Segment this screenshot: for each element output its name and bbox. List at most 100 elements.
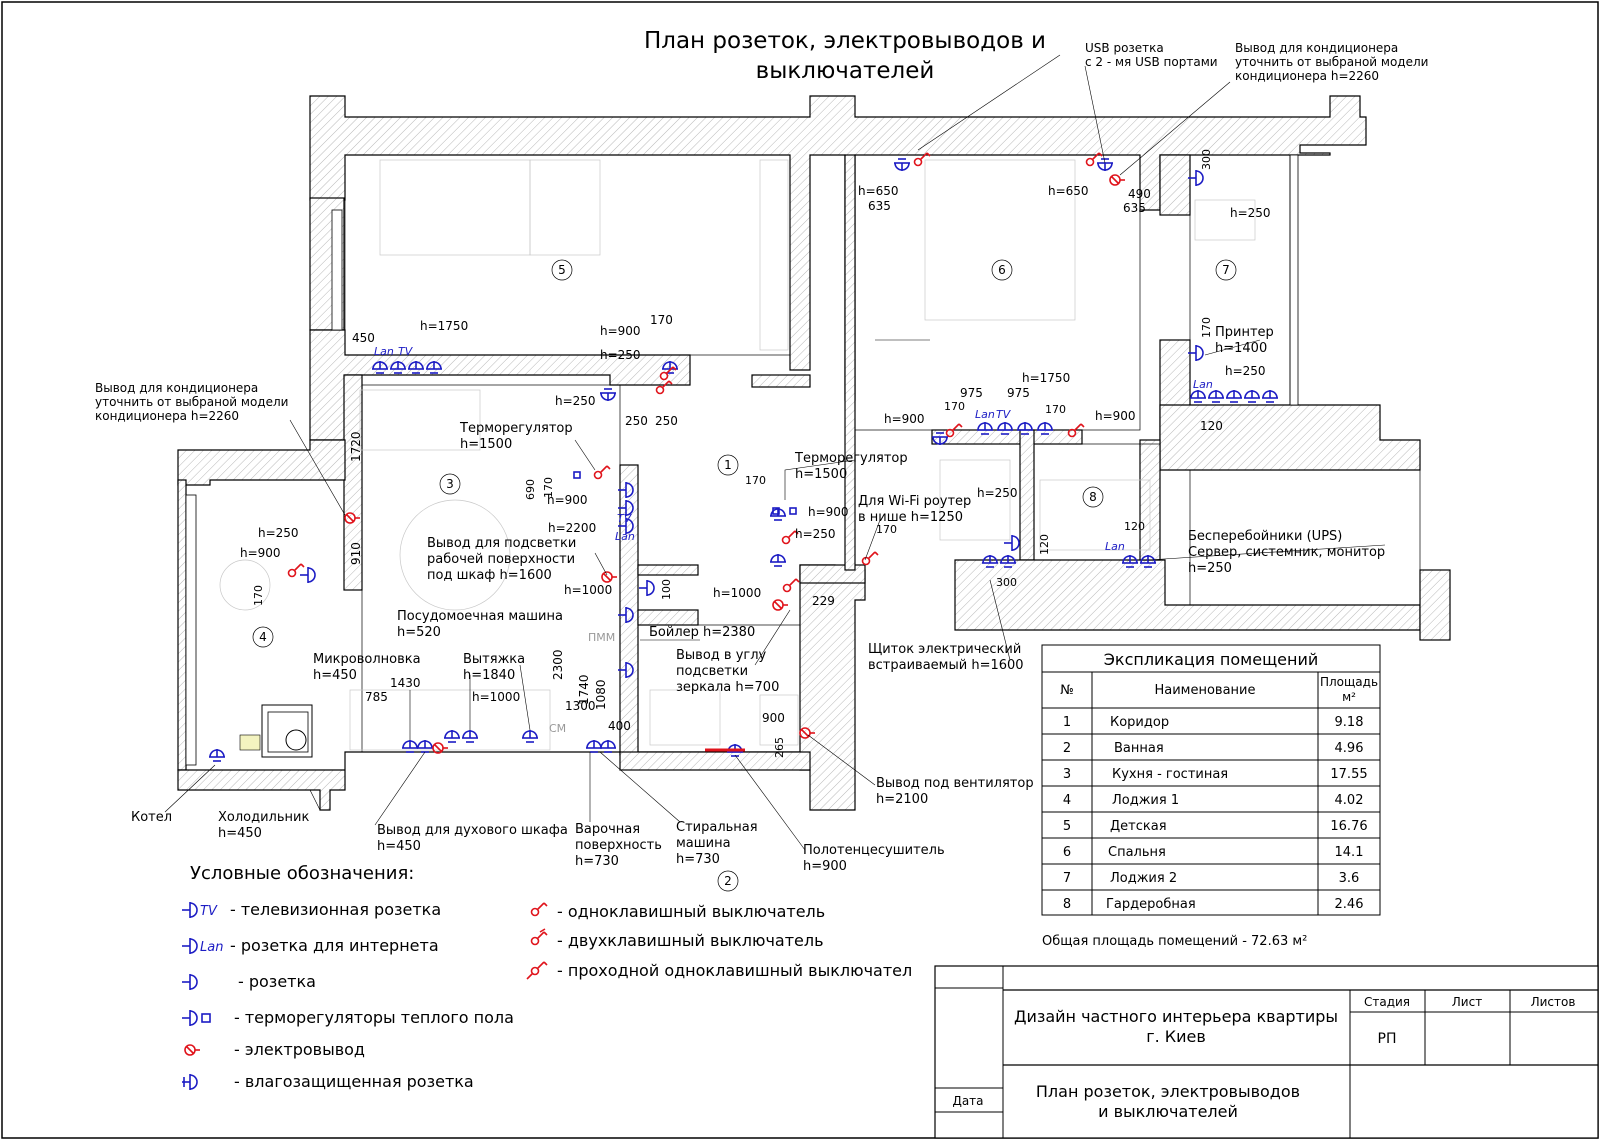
room-number-5: 5 (558, 263, 566, 277)
outlet-symbols: Lan TV Lan Lan TV (208, 152, 1279, 762)
legend-label: - одноклавишный выключатель (557, 902, 825, 921)
lan-tag: Lan (1105, 540, 1125, 553)
dim-text: 2300 (551, 649, 565, 680)
row-name: Лоджия 2 (1110, 871, 1177, 886)
dim-text: h=250 (795, 527, 836, 541)
ac-lead-label: Вывод для кондиционера (95, 381, 258, 395)
row-area: 16.76 (1330, 819, 1367, 834)
dim-text: h=650 (858, 184, 899, 198)
thermostat-icon (772, 507, 780, 515)
outlet-icon (1003, 534, 1020, 552)
leader-lines (164, 54, 1386, 851)
outlet-icon (181, 973, 198, 991)
double-switch-icon (530, 931, 548, 946)
col-header-num: № (1060, 683, 1074, 698)
thermostat-icon (789, 507, 797, 515)
sheet-name-line2: и выключателей (1098, 1102, 1238, 1121)
boiler-label: Бойлер h=2380 (649, 625, 755, 640)
outlet-icon (893, 158, 911, 172)
washer-label: h=730 (676, 852, 720, 867)
light-lead-label: рабочей поверхности (427, 552, 575, 567)
passthrough-switch-icon (530, 961, 548, 976)
dim-text: 170 (542, 477, 555, 498)
room-number-6: 6 (998, 263, 1006, 277)
table-row: 5 Детская 16.76 (1063, 819, 1368, 834)
dim-text: 120 (1200, 419, 1223, 433)
outlet-icon (599, 739, 617, 753)
legend-label: - проходной одноклавишный выключател (557, 961, 912, 980)
fridge-label: Холодильник (218, 810, 309, 825)
microwave-label: Микроволновка (313, 652, 421, 667)
usb-outlet-label: с 2 - мя USB портами (1085, 55, 1218, 69)
row-num: 6 (1063, 845, 1071, 860)
tv-tag: TV (996, 408, 1012, 421)
project-name-line1: Дизайн частного интерьера квартиры (1014, 1007, 1338, 1026)
dim-text: 900 (762, 711, 785, 725)
mirror-lead-label: Вывод в углу (676, 648, 767, 663)
dim-text: h=2200 (548, 521, 596, 535)
dim-text: h=1000 (472, 690, 520, 704)
legend: Условные обозначения: TV - телевизионная… (181, 863, 912, 1091)
dishwasher-label: h=520 (397, 625, 441, 640)
dim-text: 100 (660, 579, 673, 600)
dim-text: h=900 (600, 324, 641, 338)
lan-outlet-icon (181, 937, 198, 955)
appliance-tag: СМ (549, 722, 566, 735)
room-outlines (344, 154, 1421, 753)
legend-tag: Lan (200, 940, 223, 955)
legend-label: - розетка для интернета (230, 936, 439, 955)
dim-text: h=900 (808, 505, 849, 519)
lan-tag: Lan (1193, 378, 1213, 391)
power-lead-icon (184, 1044, 201, 1056)
thermostat-label: h=1500 (460, 437, 512, 452)
ac-lead-label: уточнить от выбраной модели (1235, 55, 1428, 69)
oven-lead-label: Вывод для духового шкафа (377, 823, 568, 838)
oven-lead-label: h=450 (377, 839, 421, 854)
total-area: Общая площадь помещений - 72.63 м² (1042, 934, 1307, 949)
ac-lead-label: уточнить от выбраной модели (95, 395, 288, 409)
dim-text: 1720 (349, 431, 363, 462)
appliance-tag: ПММ (588, 631, 615, 644)
ac-lead-label: кондиционера h=2260 (1235, 69, 1379, 83)
stage-label: Стадия (1364, 995, 1410, 1009)
ups-label: Сервер, системник, монитор (1188, 545, 1385, 560)
dim-text: 450 (352, 331, 375, 345)
dim-text: 300 (996, 576, 1017, 589)
legend-tag: TV (200, 904, 218, 919)
dim-text: h=1750 (1022, 371, 1070, 385)
hob-label: Варочная (575, 822, 640, 837)
dim-text: 975 (960, 386, 983, 400)
lan-tag: Lan (975, 408, 995, 421)
legend-label: - терморегуляторы теплого пола (234, 1008, 514, 1027)
room-number-3: 3 (446, 477, 454, 491)
explication-table: Экспликация помещений № Наименование Пло… (1041, 644, 1381, 949)
dim-text: 1430 (390, 676, 421, 690)
table-row: 6 Спальня 14.1 (1063, 845, 1364, 860)
title-block: Дизайн частного интерьера квартиры г. Ки… (934, 965, 1599, 1139)
sheets-label: Листов (1531, 995, 1576, 1009)
usb-outlet-label: USB розетка (1085, 41, 1164, 55)
row-name: Кухня - гостиная (1112, 767, 1228, 782)
dim-text: 490 (1128, 187, 1151, 201)
outlet-icon (461, 729, 479, 743)
towel-dryer-label: Полотенцесушитель (803, 843, 945, 858)
dim-text: h=900 (547, 493, 588, 507)
row-area: 4.96 (1335, 741, 1364, 756)
hob-label: h=730 (575, 854, 619, 869)
floor-plan-walls (177, 95, 1451, 811)
project-name-line2: г. Киев (1146, 1027, 1206, 1046)
dim-text: 120 (1124, 520, 1145, 533)
legend-title: Условные обозначения: (190, 863, 414, 884)
outlet-icon (521, 729, 539, 743)
dim-text: 170 (745, 474, 766, 487)
dim-text: 635 (868, 199, 891, 213)
dimension-labels: 450 h=1750 h=900 170 h=250 h=250 250 250… (240, 149, 1271, 758)
row-num: 7 (1063, 871, 1071, 886)
row-name: Детская (1110, 819, 1167, 834)
power-lead-icon (772, 599, 789, 611)
dim-text: h=900 (884, 412, 925, 426)
sheet-name-line1: План розеток, электровыводов (1036, 1082, 1300, 1101)
legend-label: - телевизионная розетка (230, 900, 441, 919)
fridge-label: h=450 (218, 826, 262, 841)
